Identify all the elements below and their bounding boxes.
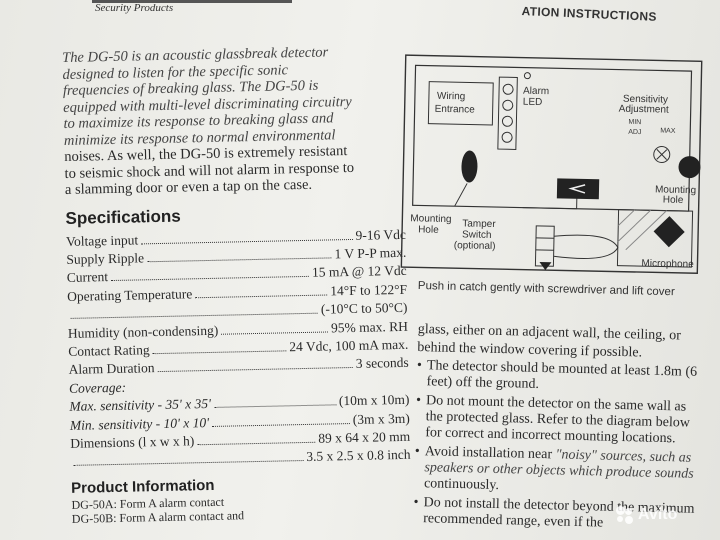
spec-value: (-10°C to 50°C) — [320, 299, 408, 317]
switch-label: Switch — [462, 229, 492, 241]
avito-logo-icon — [616, 506, 634, 524]
avito-watermark: Avito — [616, 506, 677, 524]
note-bullet: • The detector should be mounted at leas… — [416, 358, 717, 397]
mounting-left-label: Mounting — [410, 213, 451, 225]
note-bullet: • Do not mount the detector on the same … — [415, 393, 716, 448]
detector-diagram: Wiring Entrance Alarm LED Sensitivity Ad… — [395, 45, 720, 284]
adjustment-label: Adjustment — [619, 104, 669, 116]
spec-value: 3 seconds — [355, 355, 409, 372]
note-line: feet) off the ground. — [426, 374, 540, 392]
sensitivity-knob-icon — [653, 146, 671, 164]
hatch-line — [617, 209, 651, 242]
left-column: The DG-50 is an acoustic glassbreak dete… — [62, 43, 412, 525]
terminal-screw-icon — [502, 99, 514, 111]
spring-wire — [553, 234, 619, 259]
leader-line — [454, 183, 468, 207]
knob-slot-icon — [656, 149, 668, 160]
wiring-label: Wiring — [437, 91, 466, 103]
spec-value: 24 Vdc, 100 mA max. — [289, 336, 409, 355]
adj-label: ADJ — [628, 129, 641, 136]
spec-label: Humidity (non-condensing) — [67, 322, 219, 341]
entrance-label: Entrance — [435, 104, 476, 116]
hole-left-label: Hole — [418, 224, 439, 235]
coverage-value: (3m x 3m) — [352, 410, 410, 427]
hatch-line — [625, 210, 667, 251]
led-label: LED — [523, 97, 543, 108]
brand-rule — [92, 0, 292, 3]
coverage-value: (10m x 10m) — [338, 391, 410, 409]
wiring-entrance-box — [427, 81, 494, 126]
spec-label: Voltage input — [65, 231, 139, 249]
terminal-screw-icon — [502, 83, 514, 95]
specifications-heading: Specifications — [65, 206, 181, 228]
tamper-catch — [534, 225, 555, 267]
bullet-text: Avoid installation near "noisy" sources,… — [424, 444, 715, 499]
min-label: MIN — [628, 119, 641, 126]
note-line: continuously. — [423, 476, 500, 494]
optional-label: (optional) — [454, 240, 496, 252]
chevron-left-icon — [568, 184, 586, 194]
mounting-notes: glass, either on an adjacent wall, the c… — [413, 322, 718, 537]
terminal-screw-icon — [501, 115, 513, 127]
hatch-line — [617, 209, 635, 226]
dimensions-value: 89 x 64 x 20 mm — [318, 428, 411, 446]
note-line: Avoid installation near — [424, 444, 556, 463]
document-title: ATION INSTRUCTIONS — [521, 4, 658, 24]
max-label: MAX — [660, 127, 676, 134]
spec-label: Contact Rating — [68, 342, 150, 359]
mounting-hole-right-icon — [678, 156, 701, 179]
coverage-label: Coverage: — [68, 379, 127, 396]
alarm-label: Alarm — [523, 86, 549, 98]
spec-label: Current — [66, 269, 109, 286]
tamper-switch-body — [556, 178, 600, 200]
microphone-area — [616, 209, 694, 268]
board-outline — [412, 64, 693, 212]
product-info-list: DG-50A: Form A alarm contact DG-50B: For… — [71, 491, 412, 525]
case-outline — [400, 54, 703, 274]
document-header: Security Products ATION INSTRUCTIONS — [0, 0, 720, 24]
brand-subtitle: Security Products — [95, 2, 174, 14]
spec-value: 95% max. RH — [330, 318, 409, 335]
terminal-screw-icon — [501, 131, 513, 143]
spec-value: 14°F to 122°F — [330, 281, 408, 299]
mounting-right-label: Mounting — [655, 184, 696, 196]
detector-diagram-svg: Wiring Entrance Alarm LED Sensitivity Ad… — [400, 54, 703, 274]
alarm-led-icon — [523, 72, 531, 80]
note-bullet: • Avoid installation near "noisy" source… — [414, 444, 715, 499]
spec-label: Operating Temperature — [66, 286, 193, 304]
tamper-label: Tamper — [462, 218, 496, 230]
hole-right-label: Hole — [663, 195, 684, 206]
microphone-label: Microphone — [641, 258, 694, 270]
watermark-text: Avito — [638, 506, 678, 523]
microphone-icon — [653, 216, 685, 248]
dimensions-label: Dimensions (l x w x h) — [70, 433, 195, 451]
arrow-up-icon — [539, 261, 552, 271]
note-line: recommended range, even if the — [423, 511, 604, 531]
bullet-text: The detector should be mounted at least … — [426, 358, 717, 397]
dimensions-value-inch: 3.5 x 2.5 x 0.8 inch — [306, 447, 411, 465]
intro-paragraph: The DG-50 is an acoustic glassbreak dete… — [62, 43, 405, 199]
diagram-caption: Push in catch gently with screwdriver an… — [417, 280, 675, 299]
bullet-text: Do not mount the detector on the same wa… — [425, 393, 716, 448]
spec-value: 15 mA @ 12 Vdc — [311, 263, 407, 281]
terminal-block — [497, 76, 518, 150]
spec-label: Alarm Duration — [68, 360, 155, 378]
sensitivity-label: Sensitivity — [623, 94, 668, 106]
spec-label: Supply Ripple — [66, 250, 145, 267]
mounting-hole-left-icon — [461, 150, 478, 183]
